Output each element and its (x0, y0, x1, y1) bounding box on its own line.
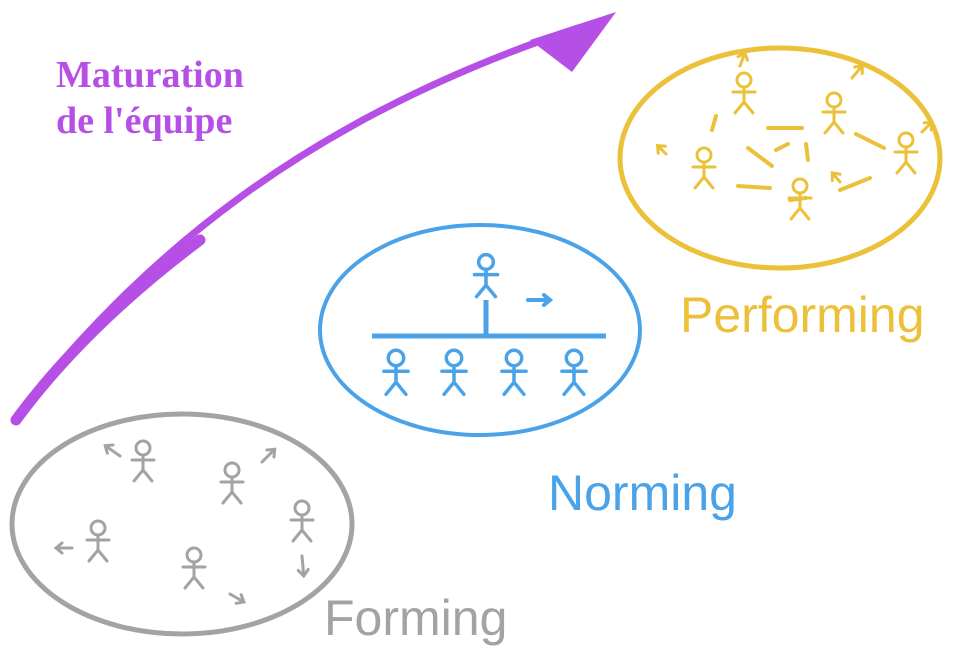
person-icon (382, 348, 410, 397)
arrow-icon (260, 447, 277, 464)
person-icon (731, 71, 757, 115)
forming-group-outline (9, 411, 355, 637)
performing-group-outline (617, 45, 943, 271)
arrow-icon (736, 50, 749, 68)
collaboration-links (710, 114, 886, 202)
hierarchy-connector (372, 300, 606, 339)
forming-people (53, 439, 315, 605)
performing-people (655, 50, 934, 221)
arrow-icon (655, 143, 668, 156)
arrow-icon (526, 293, 554, 307)
person-icon (560, 348, 588, 397)
arrow-icon (296, 554, 310, 579)
person-icon (130, 439, 156, 483)
arrow-icon (920, 120, 934, 134)
arrow-icon (228, 592, 246, 605)
arrow-icon (830, 171, 842, 184)
arrow-icon (103, 443, 122, 458)
person-icon (893, 131, 919, 175)
person-icon (181, 546, 207, 590)
arrow-icon (850, 63, 864, 80)
person-icon (219, 461, 245, 505)
norming-people (372, 252, 606, 397)
person-icon (289, 499, 315, 543)
arrowhead-icon (530, 12, 616, 72)
title-line-2: de l'équipe (56, 100, 233, 142)
stage-label-forming: Forming (324, 590, 508, 646)
person-icon (472, 252, 500, 299)
person-icon (821, 91, 847, 135)
stage-label-performing: Performing (680, 287, 925, 343)
norming-group-outline (318, 223, 642, 437)
title-line-1: Maturation (56, 54, 244, 96)
growth-arrow-icon (10, 12, 616, 426)
arrow-icon (53, 541, 74, 555)
person-icon (440, 348, 468, 397)
person-icon (500, 348, 528, 397)
person-icon (85, 519, 111, 563)
person-icon (691, 146, 717, 190)
stage-label-norming: Norming (548, 465, 737, 521)
diagram-title: Maturation de l'équipe (56, 52, 244, 144)
